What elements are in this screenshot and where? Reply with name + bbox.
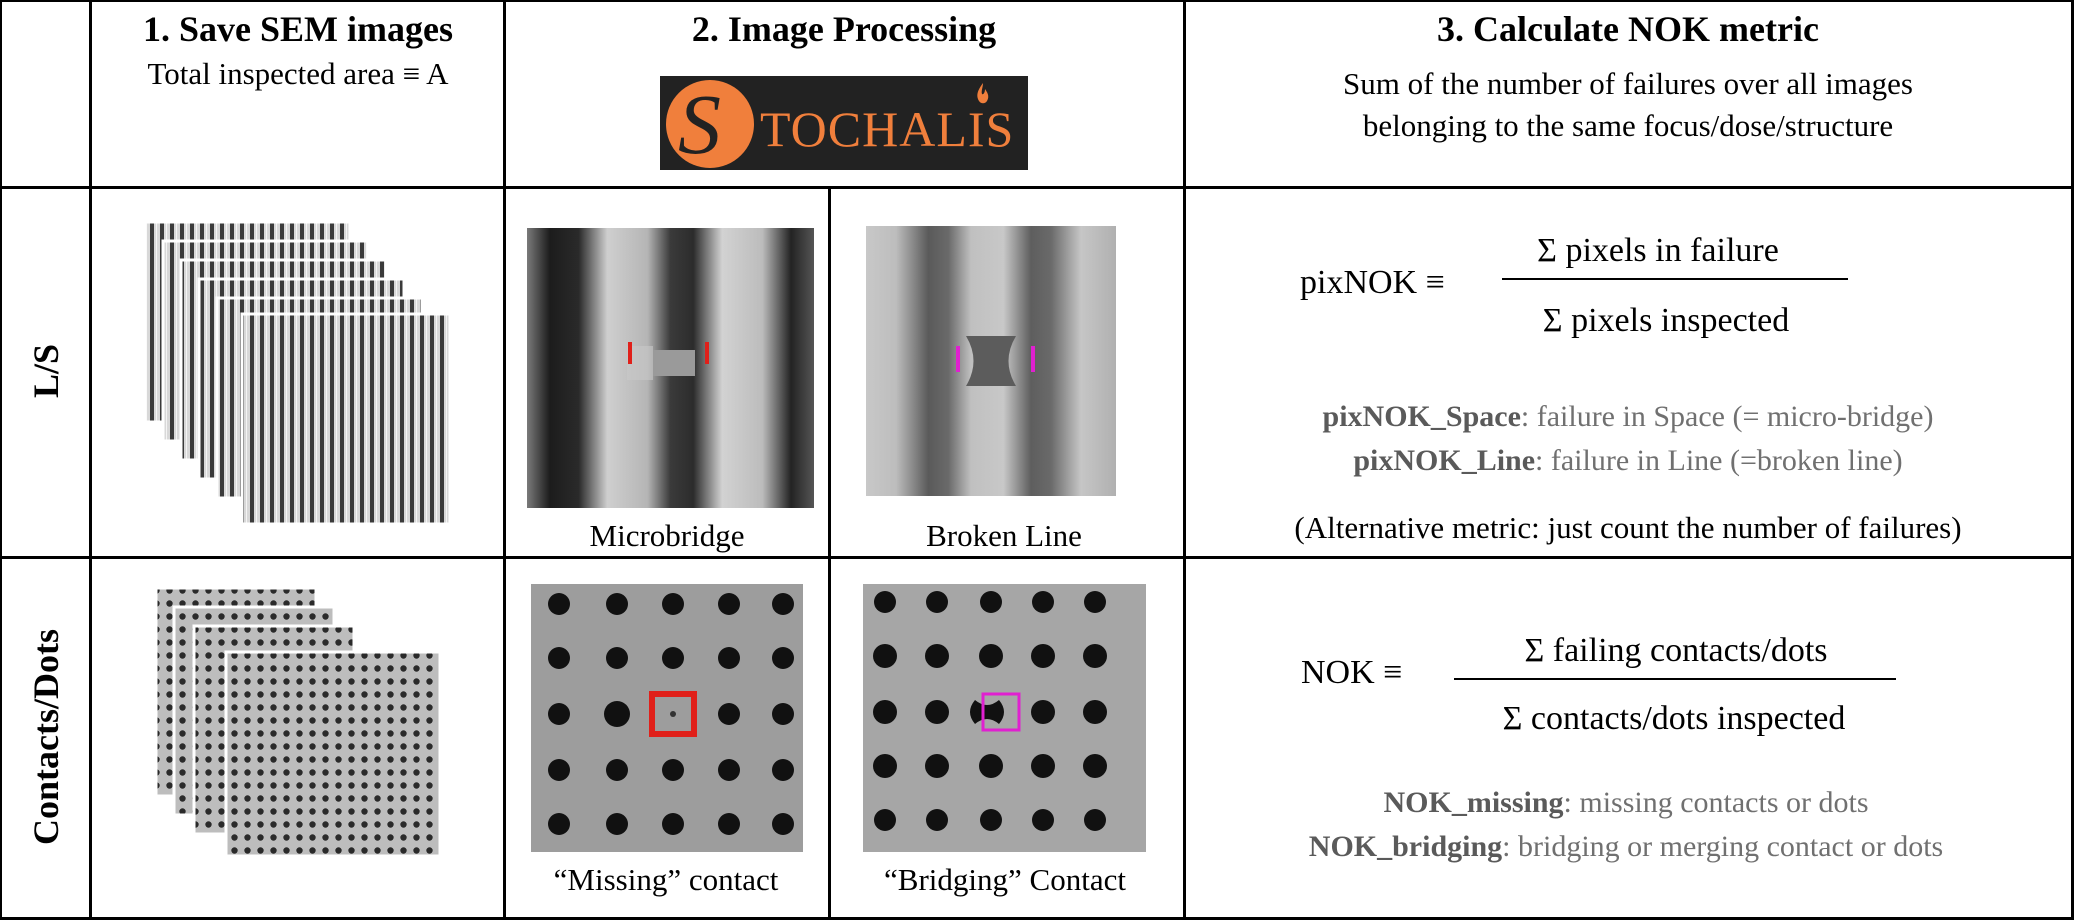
pixnok-space-text: : failure in Space (= micro-bridge)	[1520, 400, 1934, 433]
pixnok-fraction-line	[1502, 278, 1848, 280]
nok-missing-definition: NOK_missing: missing contacts or dots	[1383, 786, 1868, 820]
microbridge-caption: Microbridge	[589, 518, 745, 553]
ls-image-stack	[143, 220, 452, 526]
missing-contact-marker	[649, 691, 697, 737]
pixnok-lhs: pixNOK ≡	[1300, 264, 1445, 301]
col-divider-3	[1183, 0, 1186, 920]
nok-missing-term: NOK_missing	[1383, 786, 1564, 819]
logo-circle-icon	[666, 80, 754, 168]
pixnok-numerator: Σ pixels in failure	[1537, 232, 1779, 269]
pixnok-denominator: Σ pixels inspected	[1542, 302, 1790, 339]
pixnok-line-definition: pixNOK_Line: failure in Line (=broken li…	[1353, 444, 1902, 478]
border-bottom	[0, 917, 2074, 920]
microbridge-image	[527, 228, 814, 508]
broken-line-caption: Broken Line	[926, 518, 1082, 553]
pixnok-line-text: : failure in Line (=broken line)	[1535, 444, 1903, 477]
missing-contact-caption: “Missing” contact	[553, 862, 779, 897]
col3-title: 3. Calculate NOK metric	[1437, 9, 1819, 49]
row-label-ls: L/S	[26, 343, 66, 399]
border-right	[2071, 0, 2074, 920]
pixnok-space-term: pixNOK_Space	[1322, 400, 1521, 433]
nok-bridging-term: NOK_bridging	[1308, 830, 1503, 863]
row-label-contacts: Contacts/Dots	[26, 629, 66, 845]
col1-title: 1. Save SEM images	[143, 9, 453, 49]
bridging-contact-marker	[981, 692, 1021, 732]
pixnok-space-definition: pixNOK_Space: failure in Space (= micro-…	[1323, 400, 1934, 434]
row-divider-1	[0, 186, 2074, 189]
marker-left	[628, 342, 632, 364]
col3-subtitle-line1: Sum of the number of failures over all i…	[1343, 66, 1913, 101]
logo-initial: S	[678, 76, 721, 172]
broken-line-image	[866, 226, 1116, 496]
col-divider-sub	[828, 188, 831, 920]
border-left	[0, 0, 2, 920]
marker-left	[956, 346, 960, 372]
nok-fraction-line	[1454, 678, 1896, 680]
nok-numerator: Σ failing contacts/dots	[1524, 632, 1828, 669]
contacts-image-stack	[154, 586, 442, 858]
marker-right	[705, 342, 709, 364]
stochalis-logo: S TOCHALIS	[660, 76, 1028, 172]
row-divider-2	[0, 556, 2074, 559]
col-divider-1	[89, 0, 92, 920]
nok-lhs: NOK ≡	[1301, 654, 1403, 691]
pixnok-line-term: pixNOK_Line	[1353, 444, 1536, 477]
col1-subtitle: Total inspected area ≡ A	[147, 56, 449, 91]
alternative-metric-note: (Alternative metric: just count the numb…	[1294, 510, 1962, 545]
border-top	[0, 0, 2074, 2]
bridging-contact-caption: “Bridging” Contact	[884, 862, 1126, 897]
nok-bridging-definition: NOK_bridging: bridging or merging contac…	[1309, 830, 1943, 864]
nok-bridging-text: : bridging or merging contact or dots	[1502, 830, 1944, 863]
nok-missing-text: : missing contacts or dots	[1563, 786, 1869, 819]
flame-icon	[977, 83, 989, 104]
logo-text: TOCHALIS	[760, 101, 1015, 157]
col2-title: 2. Image Processing	[691, 9, 997, 49]
marker-right	[1031, 346, 1035, 372]
missing-contact-image	[531, 584, 803, 852]
nok-denominator: Σ contacts/dots inspected	[1502, 700, 1846, 737]
col3-subtitle-line2: belonging to the same focus/dose/structu…	[1362, 108, 1894, 143]
col-divider-2	[503, 0, 506, 920]
bridging-contact-image	[863, 584, 1146, 852]
